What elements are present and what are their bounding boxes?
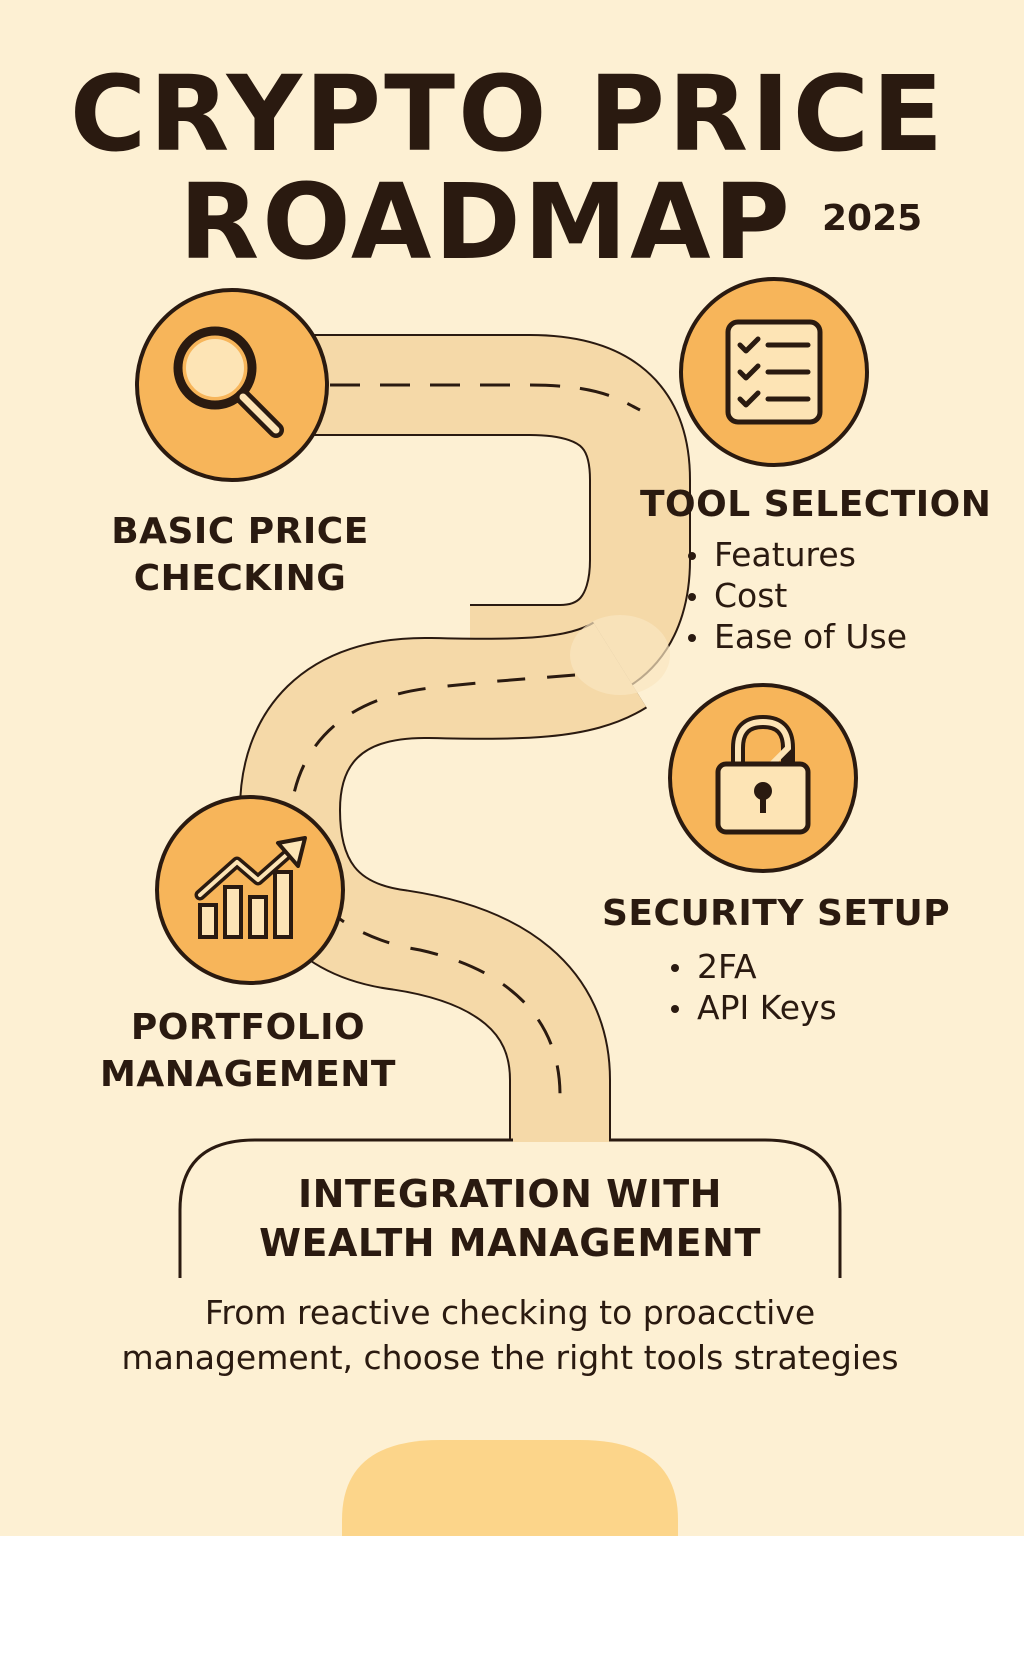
final-step-title: INTEGRATION WITH WEALTH MANAGEMENT — [200, 1170, 820, 1267]
security-setup-bullet-list: 2FA API Keys — [667, 946, 837, 1028]
tool-selection-bullet-list: Features Cost Ease of Use — [684, 534, 907, 657]
year-label: 2025 — [822, 198, 923, 239]
step-title-line: TOOL SELECTION — [640, 484, 992, 525]
final-title-line: WEALTH MANAGEMENT — [259, 1220, 761, 1265]
tagline-line: From reactive checking to proacctive — [204, 1293, 816, 1332]
padlock-icon — [668, 683, 858, 873]
step-title-tool-selection: TOOL SELECTION — [640, 482, 991, 529]
roadmap-road-graphic — [135, 277, 869, 1536]
bottom-tab — [342, 1440, 678, 1536]
checklist-icon — [679, 277, 869, 467]
tagline-line: management, choose the right tools strat… — [121, 1338, 899, 1377]
bullet-item: 2FA — [667, 946, 837, 987]
bullet-item: API Keys — [667, 987, 837, 1028]
roadmap-poster: CRYPTO PRICE ROADMAP 2025 BASIC PRICE CH… — [0, 0, 1024, 1536]
step-title-line: SECURITY SETUP — [602, 893, 951, 934]
step-title-security-setup: SECURITY SETUP — [602, 891, 950, 938]
growth-chart-icon — [155, 795, 345, 985]
step-title-portfolio-management: PORTFOLIO MANAGEMENT — [78, 1005, 418, 1099]
page-title-line-1: CRYPTO PRICE — [69, 53, 947, 175]
step-title-basic-price-checking: BASIC PRICE CHECKING — [80, 509, 400, 603]
magnifying-glass-icon — [135, 288, 329, 482]
bullet-item: Features — [684, 534, 907, 575]
step-title-line: PORTFOLIO — [130, 1007, 366, 1048]
step-title-line: BASIC PRICE — [111, 511, 369, 552]
page-title-line-2: ROADMAP — [179, 161, 793, 283]
final-title-line: INTEGRATION WITH — [298, 1172, 722, 1216]
step-title-line: MANAGEMENT — [100, 1053, 396, 1095]
road-fade — [570, 615, 670, 695]
road-center-dashes — [330, 383, 641, 412]
step-title-line: CHECKING — [133, 557, 347, 599]
bullet-item: Ease of Use — [684, 616, 907, 657]
bottom-blank-area — [0, 1536, 1024, 1666]
final-box-outline — [178, 1138, 842, 1278]
tagline: From reactive checking to proacctive man… — [80, 1290, 940, 1380]
bullet-item: Cost — [684, 575, 907, 616]
